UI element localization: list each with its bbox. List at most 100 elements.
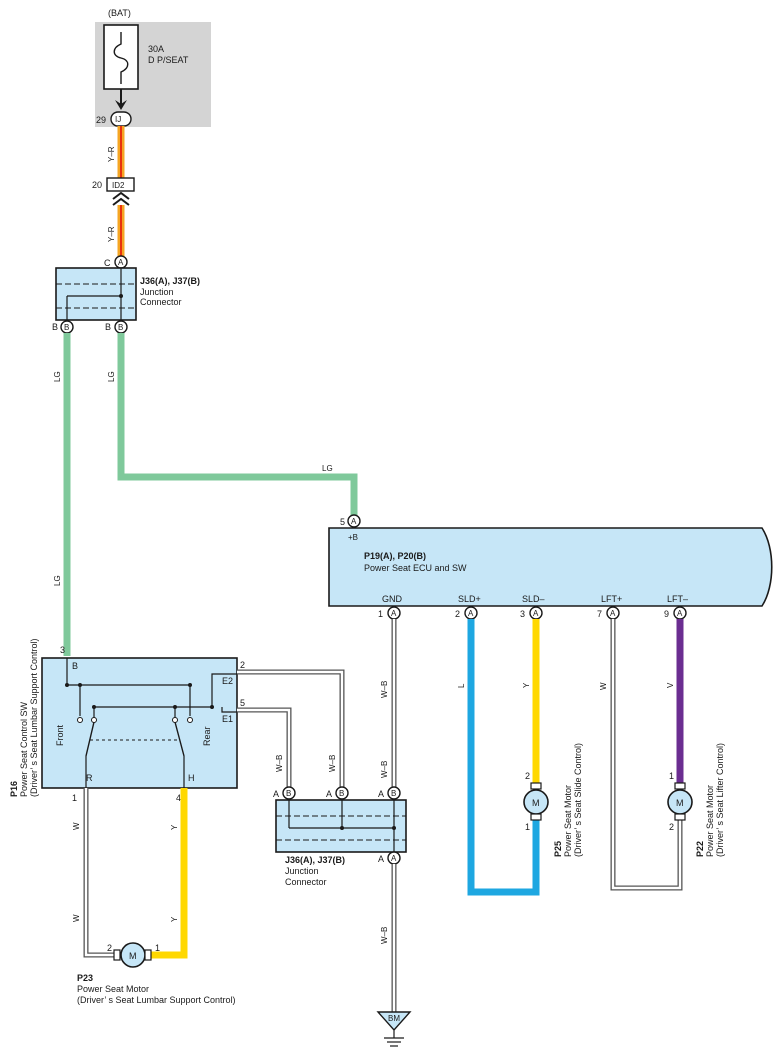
jb-title: J36(A), J37(B) <box>285 855 345 865</box>
wire-label-wb-gnd: W–B <box>380 681 389 698</box>
p16-pin-2: 2 <box>240 660 245 670</box>
wire-lg-right <box>117 333 358 515</box>
p22-pin-top: 1 <box>669 771 674 781</box>
jb-pin-a1: A <box>273 789 279 799</box>
ecu-term-sld-plus-name: SLD+ <box>458 594 481 604</box>
id2-connector-name: ID2 <box>112 181 125 190</box>
wire-w-p23-core <box>84 788 118 957</box>
p23-name: Power Seat Motor <box>77 984 149 994</box>
jb-node-1 <box>340 826 344 830</box>
p16-pin-3: 3 <box>60 645 65 655</box>
connector-arrow-icon <box>115 100 127 110</box>
ecu-name: Power Seat ECU and SW <box>364 563 467 573</box>
jt-title: J36(A), J37(B) <box>140 276 200 286</box>
p16-e1-line <box>221 707 237 713</box>
jb-desc2: Connector <box>285 877 327 887</box>
p22-motor-symbol: M <box>676 798 684 808</box>
ecu-terminal-lft-minus-letter: A <box>677 609 683 618</box>
p25-bottom-tab <box>530 813 542 821</box>
wire-label-y-sld: Y <box>522 682 531 688</box>
jb-terminal-b3-letter: B <box>391 789 396 798</box>
wire-y-p23 <box>150 788 188 959</box>
wire-label-wb-mid: W–B <box>328 755 337 772</box>
jb-desc: Junction <box>285 866 319 876</box>
ecu-term-gnd-pin: 1 <box>378 609 383 619</box>
ground-triangle <box>376 1011 412 1032</box>
p16-contact-1 <box>77 717 83 723</box>
jb-node-2 <box>392 826 396 830</box>
p16-label-front: Front <box>55 724 65 746</box>
wire-label-lg-right1: LG <box>107 371 116 382</box>
p16-switch-lever-right <box>174 721 185 757</box>
p25-code: P25 <box>553 841 563 857</box>
wire-label-y-p23a: Y <box>170 824 179 830</box>
wire-label-w-p23a: W <box>72 822 81 830</box>
connector-chevron-icon <box>112 191 130 206</box>
ecu-term-lft-minus-pin: 9 <box>664 609 669 619</box>
fuse-icon <box>113 32 129 84</box>
ecu-terminal-sld-minus-letter: A <box>533 609 539 618</box>
wire-w-b-e1 <box>237 707 292 787</box>
p23-right-tab <box>144 949 152 961</box>
jt-terminal-b1-letter: B <box>64 323 69 332</box>
wire-label-lg-left1: LG <box>53 371 62 382</box>
jb-terminal-b2-letter: B <box>339 789 344 798</box>
p23-left-tab <box>113 949 121 961</box>
wire-w-p23 <box>83 788 118 958</box>
wire-label-lg-horiz: LG <box>322 464 333 473</box>
ecu-term-gnd-name: GND <box>382 594 403 604</box>
jt-desc: Junction <box>140 287 174 297</box>
wire-label-wb-gnd-2: W–B <box>380 761 389 778</box>
jb-pin-a3: A <box>378 789 384 799</box>
p23-pin-right: 1 <box>155 943 160 953</box>
p22-top-tab <box>674 782 686 790</box>
jb-terminal-b1 <box>282 786 296 800</box>
p16-node-1 <box>65 683 69 687</box>
fuse-rating: 30A <box>148 44 164 54</box>
p23-desc: (Driver’ s Seat Lumbar Support Control) <box>77 995 236 1005</box>
jb-terminal-b3 <box>387 786 401 800</box>
p16-term-r: R <box>86 773 93 783</box>
wire-label-y-r-1: Y–R <box>107 146 116 162</box>
p16-switch-lever-left <box>85 721 95 757</box>
p16-pin-1: 1 <box>72 793 77 803</box>
jb-pin-a-out: A <box>378 854 384 864</box>
ecu-plus-b-pin: 5 <box>340 517 345 527</box>
p16-e2-line <box>211 673 237 707</box>
ij-connector-name: IJ <box>115 115 121 124</box>
p23-pin-left: 2 <box>107 943 112 953</box>
p16-contact-4 <box>187 717 193 723</box>
ecu-terminal-gnd-letter: A <box>391 609 397 618</box>
p25-top-tab <box>530 782 542 790</box>
wire-l <box>467 619 540 896</box>
id2-pin: 20 <box>92 180 102 190</box>
ecu-code: P19(A), P20(B) <box>364 551 426 561</box>
p16-term-e1: E1 <box>222 714 233 724</box>
jt-node <box>119 294 123 298</box>
p25-pin-bot: 1 <box>525 822 530 832</box>
wire-label-y-r-2: Y–R <box>107 226 116 242</box>
ecu-terminal-plus-b <box>347 514 361 528</box>
jt-terminal-a-letter: A <box>118 258 124 267</box>
p16-term-b: B <box>72 661 78 671</box>
wire-label-wb-out: W–B <box>380 927 389 944</box>
fuse-name: D P/SEAT <box>148 55 189 65</box>
p16-pin-5: 5 <box>240 698 245 708</box>
ecu-term-sld-plus-pin: 2 <box>455 609 460 619</box>
p16-desc: (Driver’ s Seat Lumbar Support Control) <box>29 638 39 797</box>
wire-label-y-p23b: Y <box>170 916 179 922</box>
p23-code: P23 <box>77 973 93 983</box>
jb-terminal-b1-letter: B <box>286 789 291 798</box>
ecu-term-lft-plus-name: LFT+ <box>601 594 622 604</box>
jt-desc2: Connector <box>140 297 182 307</box>
junction-bottom-box <box>275 799 407 853</box>
p23-motor-symbol: M <box>129 951 137 961</box>
ecu-term-sld-minus-pin: 3 <box>520 609 525 619</box>
junction-top-box <box>55 267 137 321</box>
jt-pin-b1: B <box>52 322 58 332</box>
p22-code: P22 <box>695 841 705 857</box>
jt-pin-c: C <box>104 258 111 268</box>
ecu-box <box>328 527 773 607</box>
wire-label-wb-left: W–B <box>275 755 284 772</box>
